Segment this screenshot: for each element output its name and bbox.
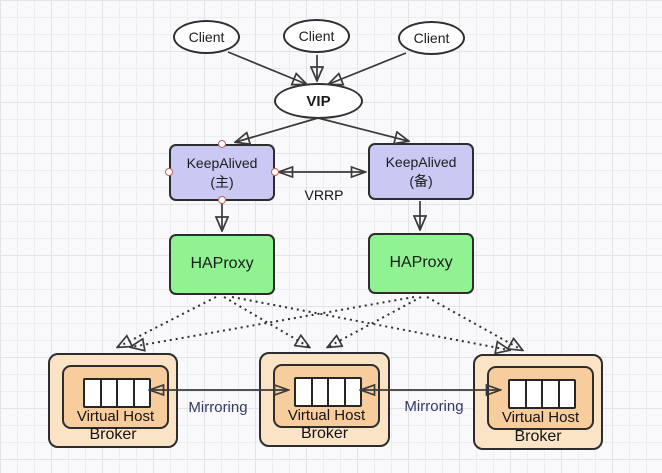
haproxy-left-label: HAProxy: [190, 255, 254, 273]
queue-cell: [526, 381, 541, 407]
vip-label: VIP: [306, 92, 331, 110]
edge-vip-keepalived-backup[interactable]: [317, 117, 408, 141]
broker-1-label: Broker: [89, 426, 137, 443]
broker-3-virtual-host-label: Virtual Host: [501, 409, 580, 426]
mirroring-label-left[interactable]: Mirroring: [188, 399, 248, 416]
node-haproxy-right[interactable]: HAProxy: [368, 233, 474, 294]
queue-cell: [345, 379, 360, 405]
mirroring-label-right[interactable]: Mirroring: [404, 398, 464, 415]
queue-cell: [296, 379, 311, 405]
broker-2-label: Broker: [300, 425, 349, 442]
broker-2-virtual-host-label: Virtual Host: [287, 407, 366, 424]
broker-3-label: Broker: [514, 428, 562, 445]
edge-client1-vip[interactable]: [227, 51, 306, 84]
node-keepalived-backup[interactable]: KeepAlived (备): [368, 143, 474, 200]
edge-haproxy-left-broker2[interactable]: [223, 296, 309, 347]
queue-cell: [559, 381, 574, 407]
node-keepalived-master[interactable]: KeepAlived (主): [169, 144, 275, 201]
broker-1-queue[interactable]: [83, 378, 151, 408]
client-1-label: Client: [188, 29, 225, 45]
keepalived-master-subtitle: (主): [210, 173, 234, 190]
keepalived-master-title: KeepAlived: [186, 155, 258, 172]
edge-vip-keepalived-master[interactable]: [236, 117, 319, 142]
broker-1-virtual-host-label: Virtual Host: [76, 408, 155, 425]
edge-haproxy-right-broker2[interactable]: [328, 296, 422, 347]
haproxy-right-label: HAProxy: [389, 254, 453, 272]
selection-handle-right[interactable]: [271, 168, 279, 176]
node-haproxy-left[interactable]: HAProxy: [169, 234, 275, 295]
client-3-label: Client: [413, 30, 450, 46]
selection-handle-top[interactable]: [218, 140, 226, 148]
queue-cell: [329, 379, 344, 405]
broker-1-virtual-host[interactable]: Virtual Host: [62, 365, 169, 429]
node-client-3[interactable]: Client: [398, 21, 465, 55]
queue-cell: [510, 381, 525, 407]
vrrp-label[interactable]: VRRP: [304, 187, 344, 203]
keepalived-backup-subtitle: (备): [409, 172, 433, 189]
node-client-1[interactable]: Client: [173, 20, 240, 54]
node-broker-1[interactable]: Virtual Host Broker: [48, 353, 178, 448]
edge-haproxy-left-broker1[interactable]: [118, 296, 217, 347]
edge-client3-vip[interactable]: [329, 52, 407, 84]
queue-cell: [101, 380, 116, 406]
queue-cell: [118, 380, 133, 406]
queue-cell: [312, 379, 327, 405]
selection-handle-left[interactable]: [165, 168, 173, 176]
queue-cell: [134, 380, 149, 406]
edge-haproxy-right-broker1[interactable]: [131, 296, 415, 347]
queue-cell: [543, 381, 558, 407]
broker-2-queue[interactable]: [294, 377, 362, 407]
client-2-label: Client: [298, 28, 335, 44]
node-client-2[interactable]: Client: [283, 19, 350, 53]
broker-3-virtual-host[interactable]: Virtual Host: [487, 366, 594, 430]
edge-haproxy-right-broker3[interactable]: [426, 296, 522, 350]
selection-handle-bottom[interactable]: [218, 196, 226, 204]
node-broker-3[interactable]: Virtual Host Broker: [473, 354, 603, 450]
edge-haproxy-left-broker3[interactable]: [231, 296, 509, 350]
queue-cell: [85, 380, 100, 406]
keepalived-backup-title: KeepAlived: [385, 154, 457, 171]
broker-3-queue[interactable]: [508, 379, 576, 409]
